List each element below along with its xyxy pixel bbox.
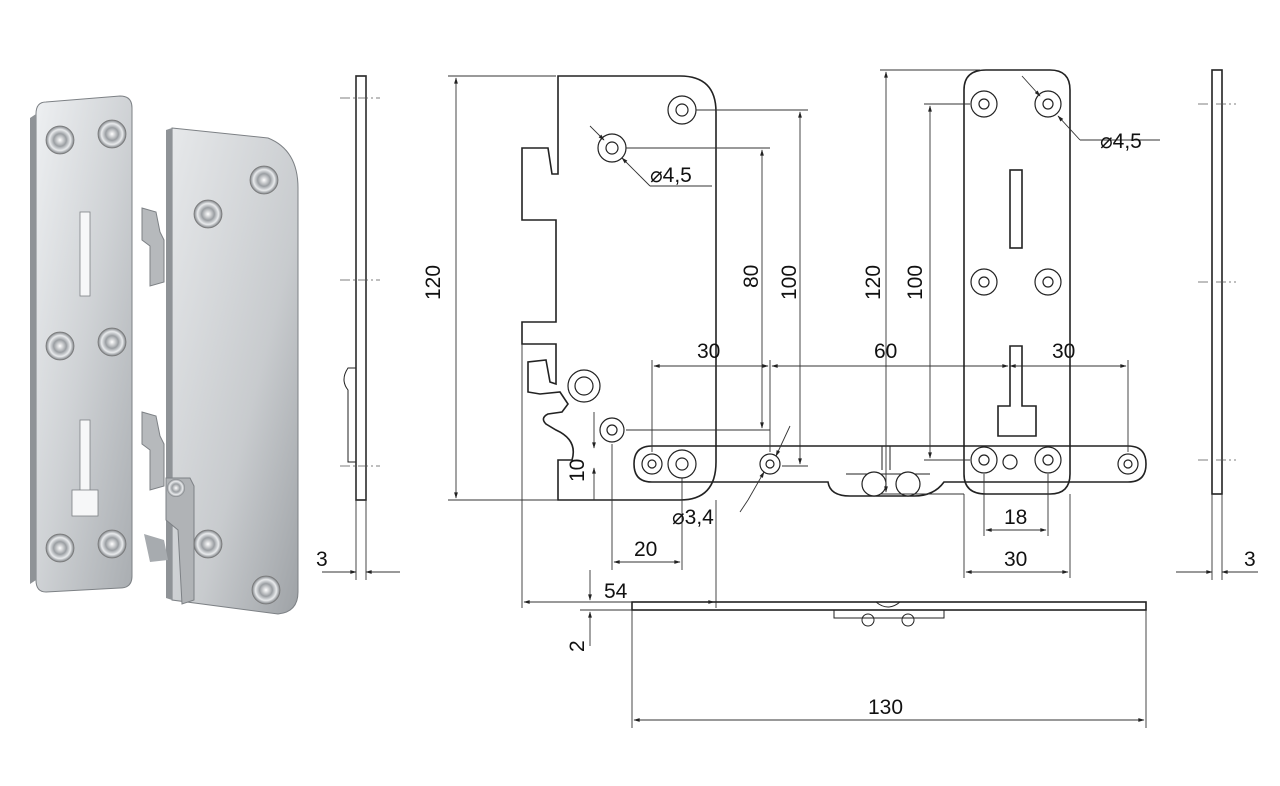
hook-plate-3d: [141, 127, 299, 615]
front-view-hook-plate: 120 80 100 ⌀4,5 10 20 54: [422, 75, 808, 608]
dim-right-100: 100: [904, 265, 927, 300]
dim-left-hole-4-5: ⌀4,5: [650, 164, 692, 187]
dim-thickness-2: 2: [566, 640, 589, 652]
product-3d-illustration: [30, 95, 299, 615]
dim-left-20: 20: [634, 538, 657, 561]
side-view-right: 3: [1176, 69, 1258, 580]
dim-span-30-right: 30: [1052, 340, 1075, 363]
dim-side-right-3: 3: [1244, 548, 1256, 571]
front-view-slot-plate: 120 100 ⌀4,5 18 30: [862, 69, 1160, 578]
dim-span-30-left: 30: [697, 340, 720, 363]
side-view-left: 3: [316, 75, 400, 580]
dim-right-18: 18: [1004, 506, 1027, 529]
dim-small-hole-3-4: ⌀3,4: [672, 506, 714, 529]
dim-left-height-120: 120: [422, 265, 445, 300]
strip-side-view: 130 2: [566, 570, 1147, 728]
dim-left-54: 54: [604, 580, 628, 603]
dim-left-10: 10: [566, 459, 589, 482]
dim-right-hole-4-5: ⌀4,5: [1100, 130, 1142, 153]
dim-right-30: 30: [1004, 548, 1027, 571]
dim-right-height-120: 120: [862, 265, 885, 300]
slot-plate-3d: [30, 95, 133, 593]
dim-total-130: 130: [868, 696, 903, 719]
dim-left-80: 80: [740, 265, 763, 288]
dim-side-left-3: 3: [316, 548, 328, 571]
dim-left-100: 100: [778, 265, 801, 300]
